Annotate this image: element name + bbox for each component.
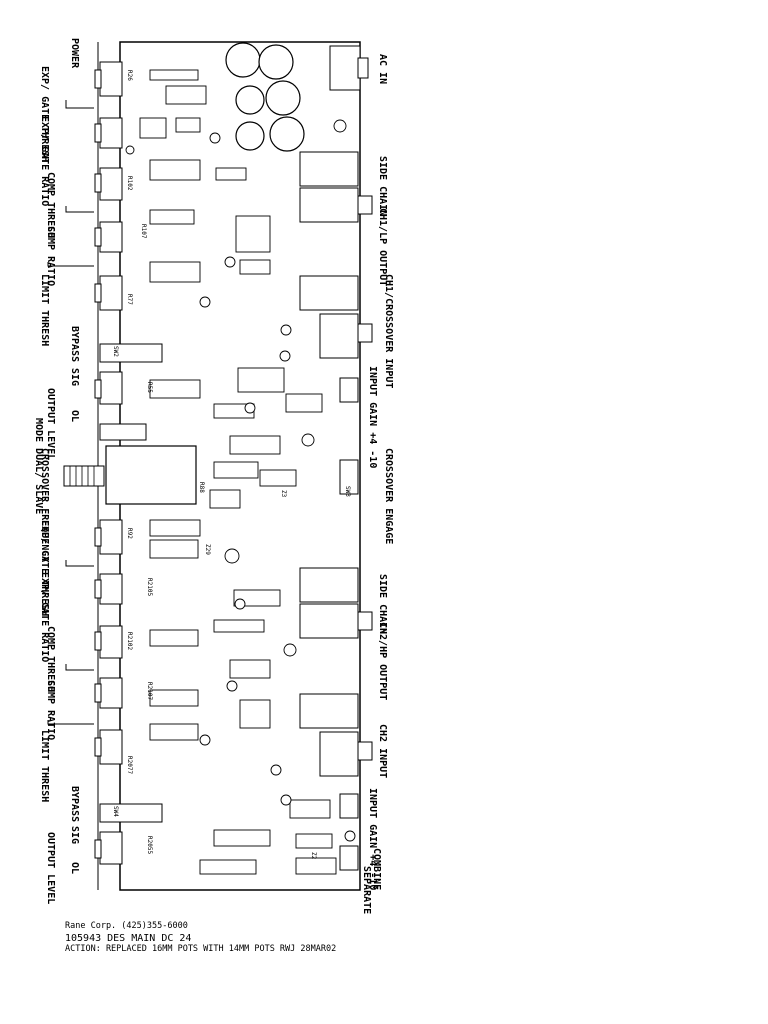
footer-company: Rane Corp. (425)355-6000 <box>65 921 188 931</box>
ref-r88: R88 <box>198 482 205 493</box>
footer-action-note: ACTION: REPLACED 16MM POTS WITH 14MM POT… <box>65 944 337 954</box>
ref-z2: Z2 <box>310 852 317 860</box>
ref-r2107: R2107 <box>146 682 153 700</box>
component-ref-group: R77 R102 R107 R26 R55 R88 R92 R2105 R210… <box>112 70 351 860</box>
label-ch1-sig: SIG <box>69 368 80 386</box>
ref-sw4: SW4 <box>112 806 119 817</box>
label-ch1-lp-output: CH1/LP OUTPUT <box>377 208 388 286</box>
ref-z29: Z29 <box>204 544 211 555</box>
label-ch2-input: CH2 INPUT <box>377 724 388 778</box>
label-side-chain-2: SIDE CHAIN <box>377 574 388 634</box>
label-ch2-bypass: BYPASS <box>69 786 80 822</box>
label-ch2-exp-gate-thresh: EXP/ GATE THRESH <box>39 520 50 616</box>
ref-r55-top: R55 <box>146 382 153 393</box>
label-input-gain-2: INPUT GAIN +4 -10 <box>367 788 378 890</box>
label-ch2-output-level: OUTPUT LEVEL <box>45 832 56 904</box>
label-brackets <box>47 100 94 725</box>
ref-r2105: R2105 <box>146 578 153 596</box>
label-ch2-exp-gate-ratio: EXP/ GATE RATIO <box>39 572 50 662</box>
ref-r77-top: R77 <box>126 294 133 305</box>
label-input-gain-1: INPUT GAIN +4 -10 <box>367 366 378 468</box>
ref-sw3: SW3 <box>344 486 351 497</box>
label-ch1-crossover-input: CH1/CROSSOVER INPUT <box>383 274 394 388</box>
right-label-group: AC IN SIDE CHAIN CH1/LP OUTPUT CH1/CROSS… <box>361 54 394 914</box>
right-jacks <box>299 45 373 777</box>
label-ch2-hp-output: CH2/HP OUTPUT <box>377 622 388 700</box>
ref-r2077: R2077 <box>126 756 133 774</box>
left-switches <box>99 343 163 823</box>
ref-r2055: R2055 <box>146 836 153 854</box>
label-ch1-comp-ratio: COMP RATIO <box>45 226 56 286</box>
label-ch1-ol: OL <box>69 410 80 422</box>
label-power: POWER <box>69 38 80 69</box>
label-separate: SEPARATE <box>361 866 372 914</box>
label-ch1-output-level: OUTPUT LEVEL <box>45 388 56 460</box>
label-side-chain-1: SIDE CHAIN <box>377 156 388 216</box>
ref-sw2: SW2 <box>112 346 119 357</box>
label-ch2-sig: SIG <box>69 826 80 844</box>
label-ch1-exp-gate-ratio: EXP/ GATE RATIO <box>39 116 50 206</box>
ref-r92: R92 <box>126 528 133 539</box>
small-caps <box>125 119 356 842</box>
label-combine: COMBINE <box>371 848 382 890</box>
label-ch2-comp-ratio: COMP RATIO <box>45 680 56 740</box>
left-label-group: POWER EXP/ GATE THRESH EXP/ GATE RATIO C… <box>33 38 80 904</box>
ref-r2102: R2102 <box>126 632 133 650</box>
label-ch1-limit-thresh: LIMIT THRESH <box>39 274 50 346</box>
ref-z3: Z3 <box>280 490 287 498</box>
right-switches <box>339 377 359 871</box>
label-ch2-ol: OL <box>69 862 80 874</box>
ref-r102-top: R102 <box>126 176 133 191</box>
label-crossover-engage: CROSSOVER ENGAGE <box>383 448 394 544</box>
label-ac-in: AC IN <box>377 54 388 84</box>
label-ch2-comp-thresh: COMP THRESH <box>45 626 56 692</box>
label-ch2-limit-thresh: LIMIT THRESH <box>39 730 50 802</box>
ref-r26-top: R26 <box>126 70 133 81</box>
footer-part-number: 105943 DES MAIN DC 24 <box>65 933 192 944</box>
left-pots <box>94 61 123 865</box>
label-ch1-comp-thresh: COMP THRESH <box>45 172 56 238</box>
crossover-pot-body <box>105 445 197 505</box>
label-crossover-frequency: CROSSOVER FREQUENCY <box>39 448 50 562</box>
component-rows <box>139 69 337 875</box>
label-ch1-exp-gate-thresh: EXP/ GATE THRESH <box>39 66 50 162</box>
label-mode: MODE DUAL/ SLAVE <box>33 418 44 514</box>
label-ch1-bypass: BYPASS <box>69 326 80 362</box>
power-capacitors <box>225 42 305 152</box>
ref-r107-top: R107 <box>140 224 147 239</box>
